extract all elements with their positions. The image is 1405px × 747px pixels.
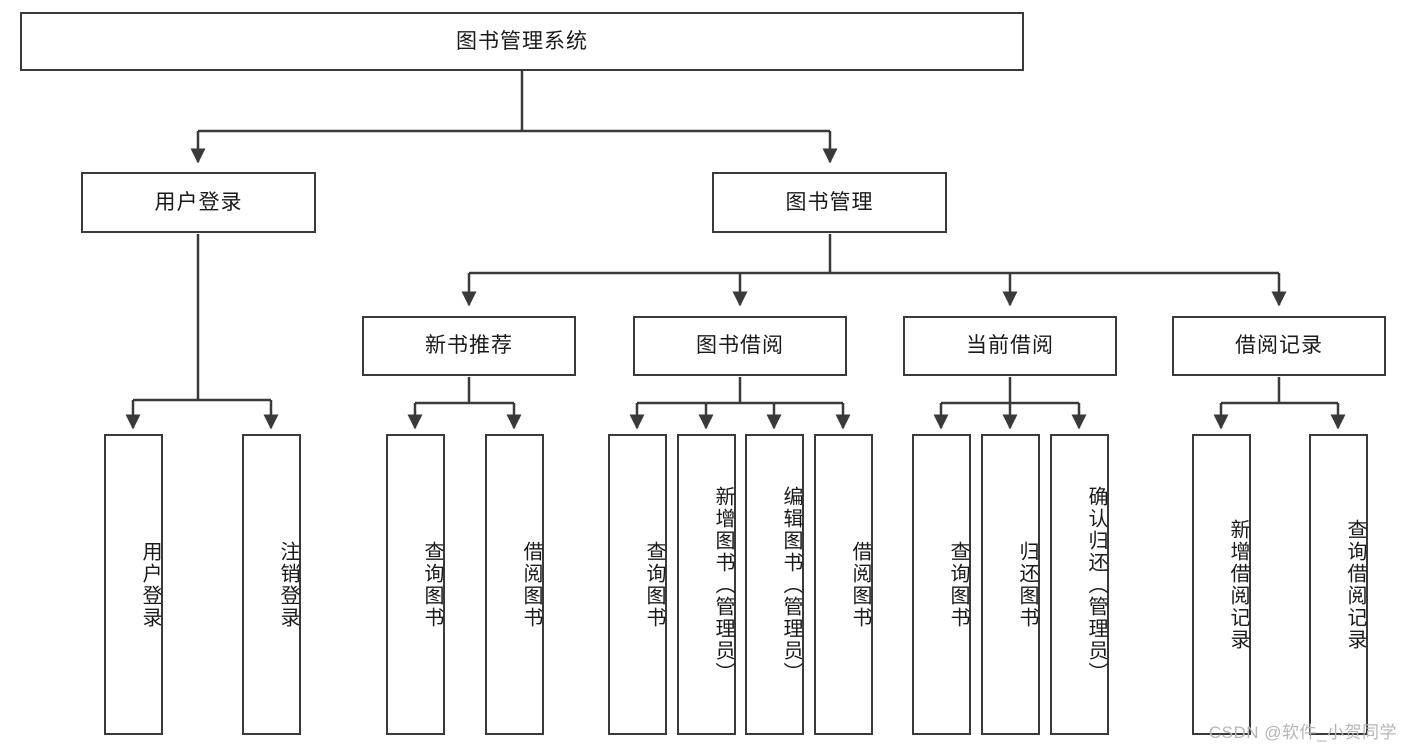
node-leaf-user-logout[interactable]: 注销登录 <box>242 434 301 735</box>
csdn-watermark: CSDN @软件_小贺同学 <box>1208 723 1397 742</box>
node-current-borrow[interactable]: 当前借阅 <box>903 316 1117 376</box>
node-user-login-label: 用户登录 <box>154 190 243 214</box>
node-book-borrow-label: 图书借阅 <box>696 334 784 358</box>
node-leaf-borrow-book-2[interactable]: 借阅图书 <box>814 434 873 735</box>
node-borrow-record-label: 借阅记录 <box>1235 334 1323 358</box>
node-leaf-add-record-label: 新增借阅记录 <box>1227 518 1249 651</box>
node-leaf-confirm-return-label: 确认归还（管理员） <box>1085 485 1107 684</box>
node-user-login[interactable]: 用户登录 <box>81 172 316 233</box>
node-leaf-user-logout-label: 注销登录 <box>277 540 299 629</box>
node-leaf-user-login[interactable]: 用户登录 <box>104 434 163 735</box>
node-leaf-query-book-2[interactable]: 查询图书 <box>608 434 667 735</box>
node-leaf-confirm-return[interactable]: 确认归还（管理员） <box>1050 434 1109 735</box>
node-current-borrow-label: 当前借阅 <box>966 334 1054 358</box>
node-new-book-rec-label: 新书推荐 <box>425 334 513 358</box>
node-leaf-query-book-3[interactable]: 查询图书 <box>912 434 971 735</box>
node-leaf-query-book-2-label: 查询图书 <box>643 540 665 629</box>
node-leaf-edit-book-label: 编辑图书（管理员） <box>780 485 802 684</box>
node-leaf-add-book[interactable]: 新增图书（管理员） <box>677 434 736 735</box>
node-root[interactable]: 图书管理系统 <box>20 12 1024 71</box>
node-leaf-borrow-book-1[interactable]: 借阅图书 <box>485 434 544 735</box>
node-leaf-query-book-1-label: 查询图书 <box>421 540 443 629</box>
node-book-manage[interactable]: 图书管理 <box>712 172 947 233</box>
node-leaf-add-book-label: 新增图书（管理员） <box>712 485 734 684</box>
node-leaf-edit-book[interactable]: 编辑图书（管理员） <box>745 434 804 735</box>
node-leaf-query-book-3-label: 查询图书 <box>947 540 969 629</box>
node-leaf-borrow-book-1-label: 借阅图书 <box>520 540 542 629</box>
node-borrow-record[interactable]: 借阅记录 <box>1172 316 1386 376</box>
node-leaf-return-book-label: 归还图书 <box>1016 540 1038 629</box>
node-book-borrow[interactable]: 图书借阅 <box>633 316 847 376</box>
node-leaf-borrow-book-2-label: 借阅图书 <box>849 540 871 629</box>
node-leaf-query-record[interactable]: 查询借阅记录 <box>1309 434 1368 735</box>
node-new-book-rec[interactable]: 新书推荐 <box>362 316 576 376</box>
node-root-label: 图书管理系统 <box>456 29 588 53</box>
node-book-manage-label: 图书管理 <box>785 190 874 214</box>
node-leaf-add-record[interactable]: 新增借阅记录 <box>1192 434 1251 735</box>
node-leaf-return-book[interactable]: 归还图书 <box>981 434 1040 735</box>
node-leaf-user-login-label: 用户登录 <box>139 540 161 629</box>
node-leaf-query-book-1[interactable]: 查询图书 <box>386 434 445 735</box>
node-leaf-query-record-label: 查询借阅记录 <box>1344 518 1366 651</box>
